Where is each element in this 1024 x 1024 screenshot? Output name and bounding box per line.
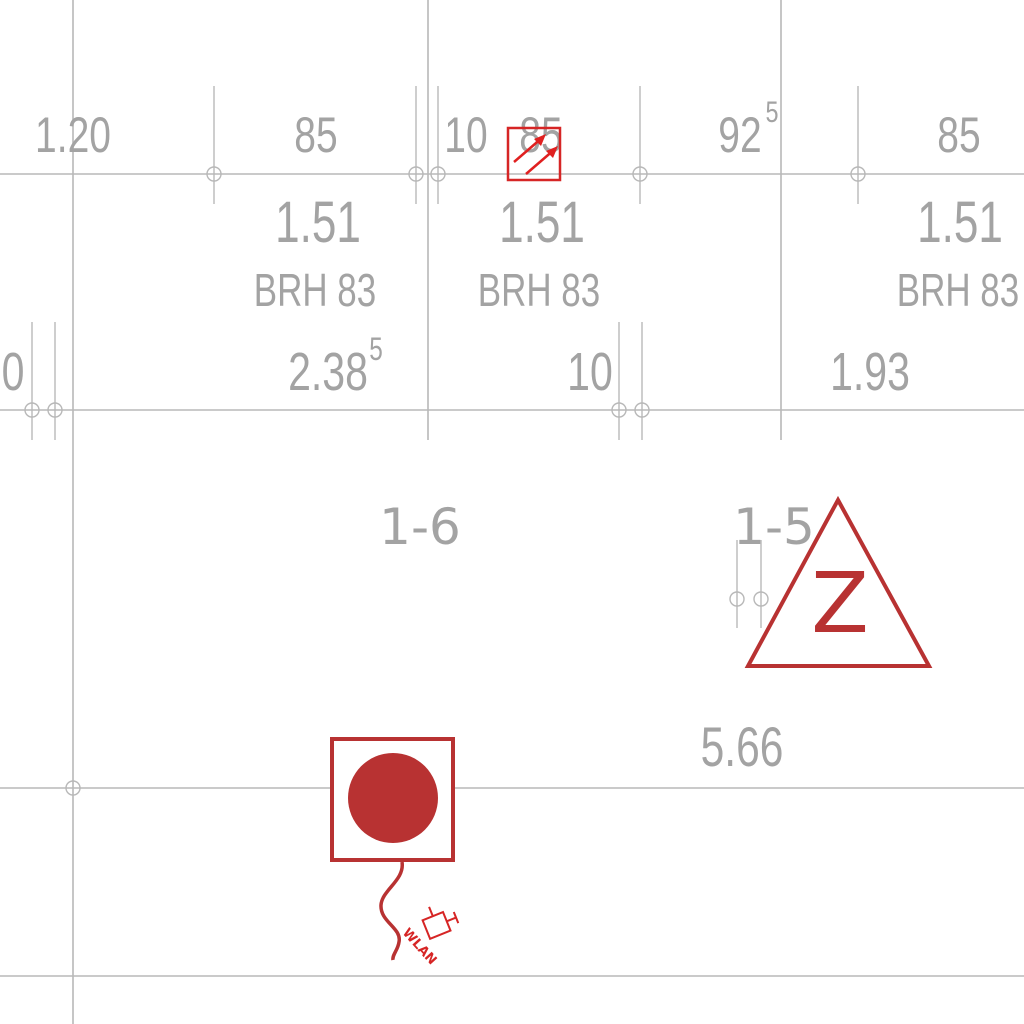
room-dimension-ticks [729, 540, 769, 628]
vertical-grid-lines [72, 0, 782, 1024]
room-number: 1-5 [733, 498, 815, 556]
dimension-superscript: 5 [369, 332, 383, 368]
top-dimension-ticks [206, 86, 866, 204]
window-label: BRH 83 [254, 264, 376, 316]
triangle-letter: Z [811, 554, 869, 652]
dimension-text: 0 [2, 343, 25, 403]
lower-dimension-tick [65, 780, 81, 796]
window-width: 1.51 [499, 189, 585, 254]
dimension-text: 2.38 [288, 343, 368, 403]
dimension-text: 5.66 [701, 715, 784, 778]
cable-icon [379, 861, 404, 961]
dimension-text: 1.20 [35, 106, 111, 163]
window-width: 1.51 [917, 189, 1003, 254]
room-number: 1-6 [379, 498, 461, 556]
horizontal-grid-lines [0, 173, 1024, 977]
dimension-text: 10 [444, 106, 487, 163]
dimension-text: 1.93 [830, 343, 910, 403]
arrowhead-icon [534, 134, 546, 146]
window-label: BRH 83 [897, 264, 1019, 316]
window-label: BRH 83 [478, 264, 600, 316]
dimension-text: 10 [567, 343, 613, 403]
wlan-outlet-symbol: WLAN [330, 737, 460, 968]
window-width: 1.51 [275, 189, 361, 254]
arrow-box-symbol [506, 126, 562, 182]
dimension-text: 85 [294, 106, 337, 163]
wlan-plug-icon: WLAN [399, 906, 460, 968]
triangle-icon [744, 495, 933, 668]
window-labels: 1.51 BRH 83 1.51 BRH 83 1.51 BRH 83 [254, 189, 1019, 316]
wlan-label: WLAN [399, 926, 439, 968]
arrowhead-icon [546, 146, 558, 158]
dimension-text: 85 [937, 106, 980, 163]
mid-dimension-ticks [24, 322, 650, 440]
filled-circle-icon [348, 753, 438, 843]
mid-dimension-texts: 0 2.38 5 10 1.93 [2, 332, 910, 403]
triangle-z-symbol: Z [744, 495, 933, 668]
top-dimension-texts: 1.20 85 10 85 92 5 85 [35, 95, 981, 163]
dimension-text: 92 [718, 106, 761, 163]
dimension-superscript: 5 [765, 95, 778, 128]
square-outline-icon [506, 126, 562, 182]
dimension-text: 85 [519, 106, 562, 163]
